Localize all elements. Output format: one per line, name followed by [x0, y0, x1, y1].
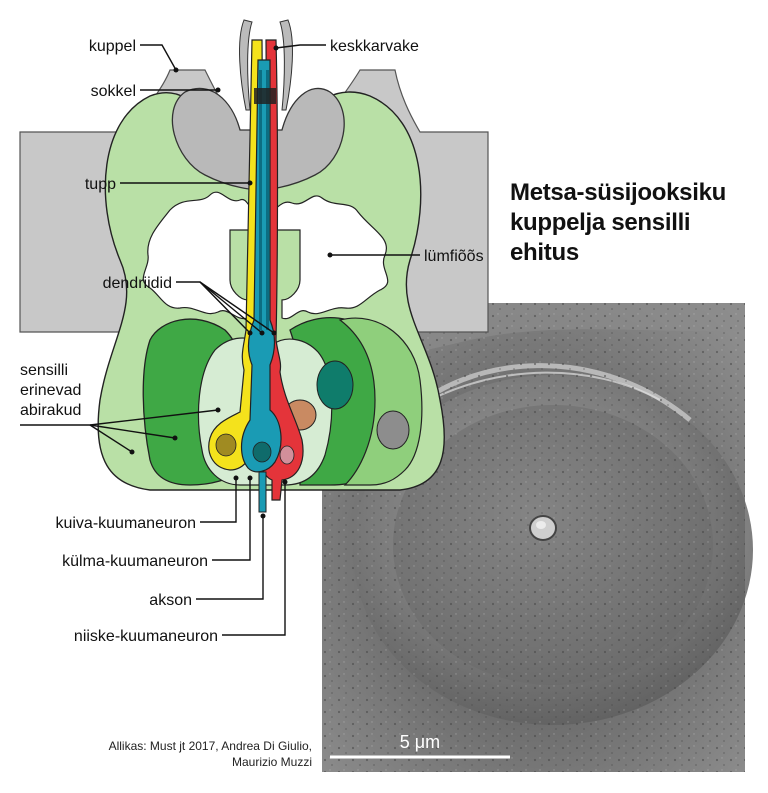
- neurons: [208, 39, 304, 513]
- label-abirakud-2: erinevad: [20, 382, 81, 399]
- label-keskkarvake: keskkarvake: [330, 38, 419, 55]
- title-line-2: kuppelja sensilli: [510, 209, 691, 236]
- scale-bar: 5 μm: [330, 732, 510, 759]
- label-kuppel: kuppel: [89, 38, 136, 55]
- title-line-1: Metsa-süsijooksiku: [510, 179, 727, 206]
- leader-lines: [20, 44, 420, 636]
- label-niiske-kuumaneuron: niiske-kuumaneuron: [74, 628, 218, 645]
- label-dendriidid: dendriidid: [103, 275, 172, 292]
- label-sokkel: sokkel: [91, 83, 136, 100]
- central-hair: [239, 19, 293, 111]
- label-kulma-kuumaneuron: külma-kuumaneuron: [62, 553, 208, 570]
- label-abirakud-1: sensilli: [20, 362, 68, 379]
- credit-line-1: Allikas: Must jt 2017, Andrea Di Giulio,: [108, 739, 312, 753]
- label-abirakud-3: abirakud: [20, 402, 81, 419]
- credit-line-2: Maurizio Muzzi: [231, 755, 312, 769]
- support-cell-nuclei: [283, 360, 410, 450]
- central-peg: [529, 515, 557, 541]
- source-credit: Allikas: Must jt 2017, Andrea Di Giulio,…: [90, 738, 312, 770]
- label-tupp: tupp: [85, 176, 116, 193]
- scale-bar-label: 5 μm: [400, 732, 440, 752]
- labels: kuppel keskkarvake sokkel tupp lümfiõõs …: [20, 38, 484, 645]
- label-akson: akson: [149, 592, 192, 609]
- label-kuiva-kuumaneuron: kuiva-kuumaneuron: [55, 515, 196, 532]
- sem-micrograph: 5 μm: [322, 303, 753, 772]
- label-lumfioos: lümfiõõs: [424, 248, 484, 265]
- title-line-3: ehitus: [510, 239, 579, 266]
